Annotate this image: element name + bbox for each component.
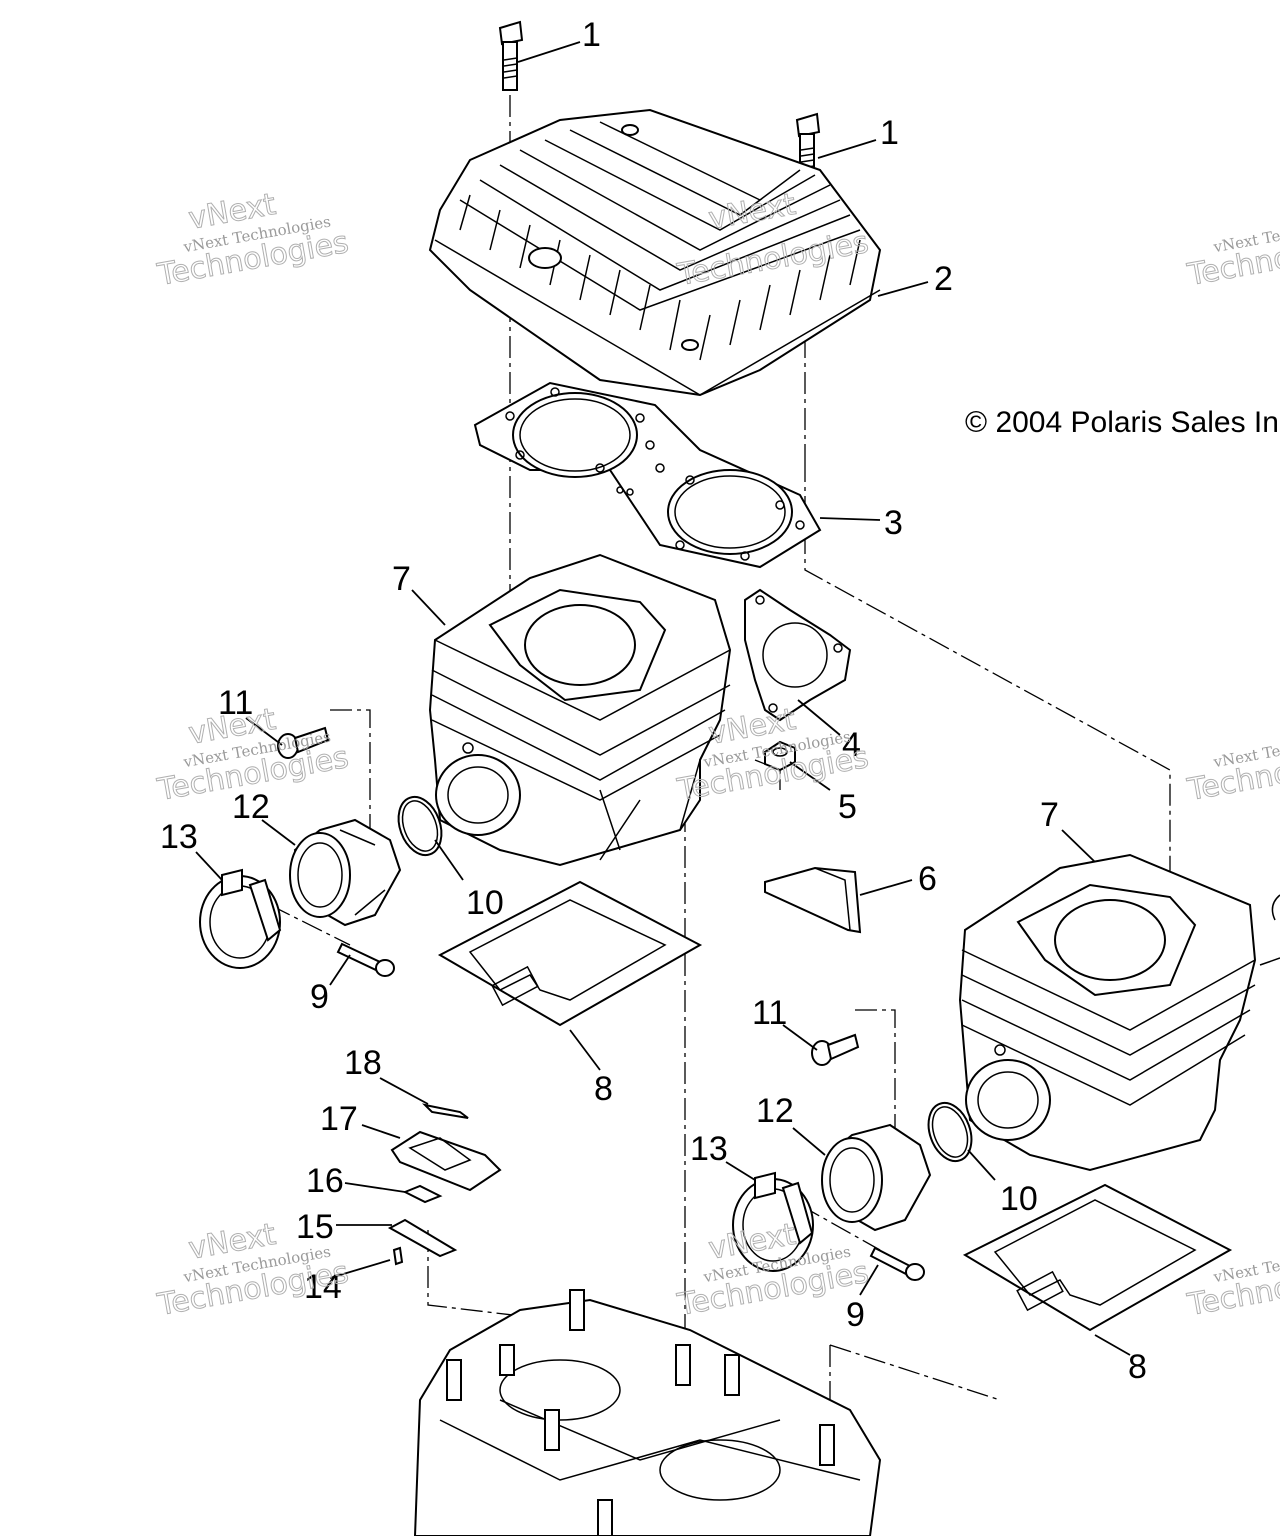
screw-14 xyxy=(392,1246,404,1266)
partial-part-right-edge xyxy=(1259,894,1280,966)
bolt-1-left xyxy=(498,20,524,91)
bolt-11-right xyxy=(811,1033,860,1066)
callout-18: 18 xyxy=(344,1044,382,1082)
callout-13-left: 13 xyxy=(160,818,198,856)
callout-11-left: 11 xyxy=(218,684,253,722)
head-gasket xyxy=(473,381,822,569)
callout-7-left: 7 xyxy=(392,560,411,598)
base-gasket-left xyxy=(437,880,703,1027)
screw-9-right xyxy=(869,1246,925,1281)
callout-1-top: 1 xyxy=(582,16,601,54)
callout-16: 16 xyxy=(306,1162,344,1200)
callout-8-left: 8 xyxy=(594,1070,613,1108)
clamp-left xyxy=(199,868,282,969)
callout-2: 2 xyxy=(934,260,953,298)
callout-8-right: 8 xyxy=(1128,1348,1147,1386)
callout-14: 14 xyxy=(304,1268,342,1306)
callout-4: 4 xyxy=(842,726,861,764)
reed-plate-15 xyxy=(387,1218,458,1258)
callout-6: 6 xyxy=(918,860,937,898)
callout-7-right: 7 xyxy=(1040,796,1059,834)
block-6 xyxy=(764,866,862,934)
callout-12-left: 12 xyxy=(232,788,270,826)
o-ring-right xyxy=(927,1101,973,1163)
callout-3: 3 xyxy=(884,504,903,542)
cylinder-right xyxy=(958,853,1257,1172)
reed-cage-17 xyxy=(390,1130,502,1192)
copyright-text: © 2004 Polaris Sales In xyxy=(965,406,1279,439)
base-gasket-right xyxy=(962,1183,1233,1332)
intake-boot-right xyxy=(821,1123,932,1232)
callout-11-right: 11 xyxy=(752,994,787,1032)
callout-10-left: 10 xyxy=(466,884,504,922)
reed-stop-18 xyxy=(421,1103,469,1119)
callout-9-left: 9 xyxy=(310,978,329,1016)
callout-10-right: 10 xyxy=(1000,1180,1038,1218)
leader-lines xyxy=(195,41,1131,1356)
callout-5: 5 xyxy=(838,788,857,826)
callout-1-right: 1 xyxy=(880,114,899,152)
o-ring-left xyxy=(397,795,443,857)
callout-15: 15 xyxy=(296,1208,334,1246)
callout-9-right: 9 xyxy=(846,1296,865,1334)
reed-petal-16 xyxy=(402,1184,443,1204)
crankcase xyxy=(413,1289,882,1536)
cylinder-left xyxy=(428,553,732,867)
exhaust-gasket xyxy=(744,588,852,722)
callout-13-right: 13 xyxy=(690,1130,728,1168)
bolt-11-left xyxy=(277,726,330,759)
dowel-5 xyxy=(764,740,796,772)
clamp-right xyxy=(732,1171,814,1272)
cylinder-head xyxy=(428,108,882,397)
callout-17: 17 xyxy=(320,1100,358,1138)
screw-9-left xyxy=(336,942,395,977)
intake-boot-left xyxy=(289,818,402,927)
callout-numbers: 1 1 2 3 7 4 5 6 11 12 13 10 9 8 18 17 16… xyxy=(160,16,1147,1386)
callout-12-right: 12 xyxy=(756,1092,794,1130)
